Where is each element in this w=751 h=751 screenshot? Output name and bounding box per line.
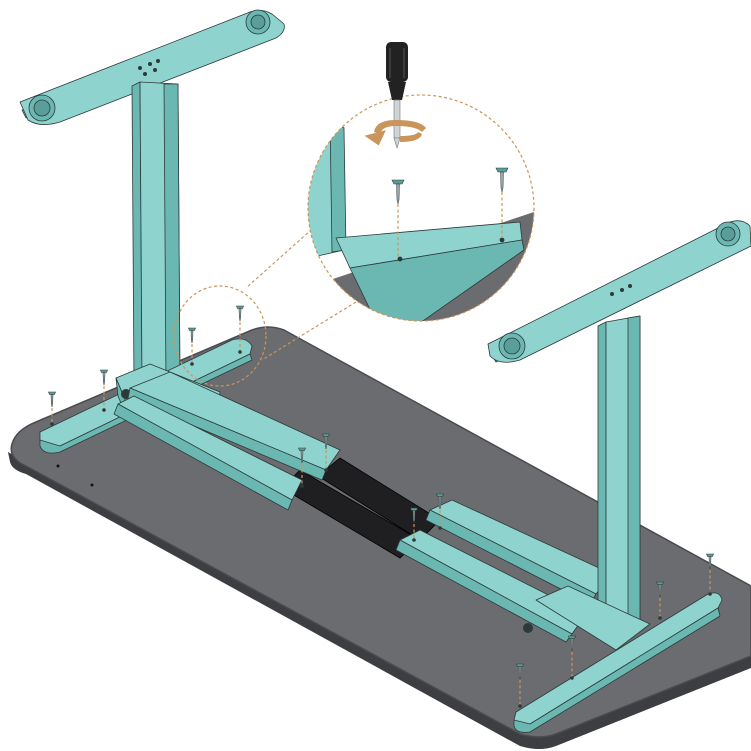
left-top-bracket (19, 9, 285, 125)
right-motor-housing (523, 585, 651, 651)
screw-icon (298, 447, 306, 464)
screw-icon (495, 167, 509, 193)
screw-icon (391, 179, 405, 205)
screw-icon (436, 493, 444, 510)
screw-icon (656, 581, 664, 598)
left-leg-column (131, 81, 181, 387)
lower-side-rail (113, 395, 587, 643)
detail-connector (173, 221, 357, 387)
screw-hole (438, 526, 442, 530)
screw-set (48, 305, 714, 708)
screw-icon (568, 635, 576, 652)
desktop-pilot-hole (56, 464, 60, 468)
screw-icon (410, 507, 418, 524)
detail-zoom-circle (307, 94, 535, 322)
screw-hole (412, 538, 416, 542)
screw-hole (570, 676, 574, 680)
screw-hole (324, 468, 328, 472)
screwdriver-icon (386, 42, 408, 150)
screw-hole (708, 592, 712, 596)
screw-icon (322, 433, 330, 450)
screw-hole (190, 362, 194, 366)
screw-hole (518, 704, 522, 708)
screw-icon (516, 663, 524, 680)
right-bottom-foot (513, 592, 723, 733)
right-leg-column (597, 315, 641, 635)
screw-hole (102, 408, 106, 412)
screw-hole (50, 422, 54, 426)
rotate-clockwise-icon (364, 120, 426, 146)
screw-hole (658, 616, 662, 620)
screw-icon (48, 391, 56, 408)
right-top-bracket (487, 220, 751, 363)
screw-icon (100, 369, 108, 386)
upper-side-rail (127, 371, 613, 605)
screw-hole (300, 484, 304, 488)
desktop-pilot-hole (90, 483, 94, 487)
screw-icon (706, 553, 714, 570)
screw-hole (238, 350, 242, 354)
screw-icon (236, 305, 244, 322)
screw-icon (188, 327, 196, 344)
detail-source-circle (173, 285, 267, 387)
